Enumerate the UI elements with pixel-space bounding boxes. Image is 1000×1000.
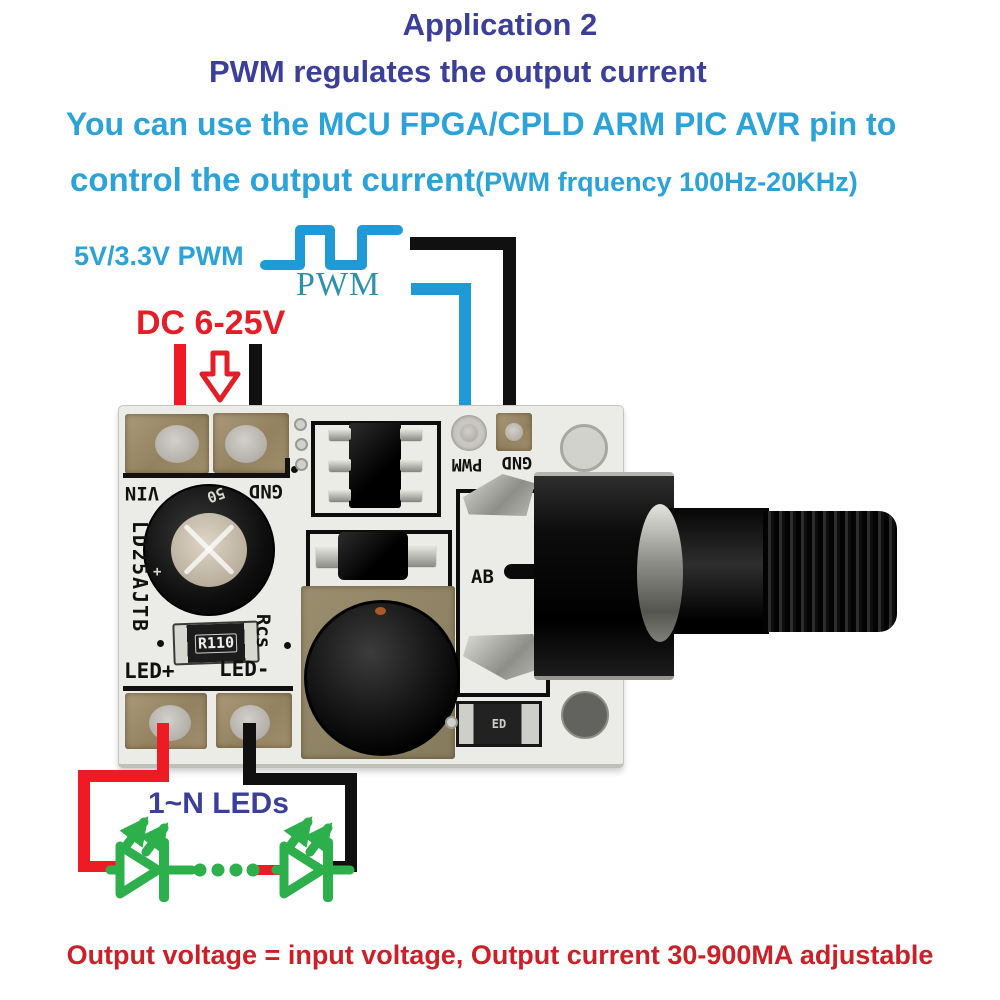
part-number-label: LD25AJTB	[128, 520, 152, 634]
pwm-wire-horizontal	[411, 283, 468, 295]
inductor	[304, 600, 460, 756]
pwm-silkscreen-label: PWM	[451, 454, 483, 474]
led-plus-silkscreen-label: LED+	[124, 659, 175, 683]
output-spec-note: Output voltage = input voltage, Output c…	[66, 940, 934, 970]
silkscreen-dot	[291, 466, 298, 473]
silkscreen-dot	[157, 640, 164, 647]
diode-lead	[406, 544, 436, 566]
led-minus-silkscreen-label: LED-	[219, 657, 270, 681]
led-emission-arrow	[303, 822, 333, 857]
led-plus-wire-v2	[78, 770, 90, 871]
electrolytic-capacitor: 50 +	[143, 483, 275, 616]
led-minus-wire-h1	[243, 773, 357, 785]
pwm-wave-caption: PWM	[296, 266, 381, 303]
silkscreen-line-bottom	[123, 686, 293, 691]
vin-pad	[125, 414, 209, 474]
mounting-hole	[561, 691, 609, 739]
via-hole	[295, 458, 308, 471]
led-minus-wire-v1	[243, 723, 256, 785]
description-line-2-main: control the output current	[70, 161, 476, 198]
signal-gnd-wire-vertical	[503, 237, 516, 435]
adjust-silkscreen-label: AB	[471, 566, 494, 588]
mid-red-stub	[256, 865, 282, 875]
smd-component: ED	[456, 701, 542, 747]
potentiometer-knob[interactable]	[763, 511, 897, 632]
down-arrow-icon	[199, 350, 241, 403]
ic-pin	[400, 428, 422, 440]
description-line-2: control the output current(PWM frquency …	[70, 161, 858, 199]
led-emission-arrow	[139, 822, 169, 857]
via-hole	[445, 716, 458, 729]
ic-pin	[329, 428, 351, 440]
description-line-1: You can use the MCU FPGA/CPLD ARM PIC AV…	[66, 106, 897, 142]
mounting-hole	[560, 424, 608, 472]
silkscreen-line-top	[123, 473, 290, 478]
via-hole	[294, 418, 307, 431]
led-ellipsis-dots	[193, 863, 260, 877]
led-chain-label: 1~N LEDs	[148, 787, 289, 820]
silkscreen-line-top-stub	[285, 458, 290, 474]
pwm-signal-pad	[451, 415, 487, 451]
led-emission-arrow	[119, 816, 149, 851]
ic-pin	[400, 489, 422, 501]
dc-input-label: DC 6-25V	[136, 304, 286, 342]
potentiometer-collar	[637, 504, 683, 642]
diode-lead	[316, 545, 342, 567]
capacitor-vent-cross	[171, 513, 247, 587]
gnd-signal-pad	[496, 413, 532, 451]
led-emission-arrow	[283, 816, 313, 851]
inductor-wire-mark	[375, 607, 386, 615]
capacitor-marking: 50	[204, 483, 228, 507]
signal-gnd-wire-horizontal	[410, 237, 516, 250]
led-plus-wire-stub	[78, 861, 116, 872]
pwm-waveform-icon	[260, 225, 403, 270]
pwm-frequency-note: (PWM frquency 100Hz-20KHz)	[475, 167, 858, 197]
led-symbol-2	[271, 816, 355, 902]
diode-body	[338, 532, 408, 580]
ic-pin	[329, 459, 351, 471]
pot-mounting-tab	[463, 474, 535, 516]
ic-pin	[329, 489, 351, 501]
sense-resistor-value: R110	[194, 632, 238, 654]
led-plus-wire-h1	[78, 770, 169, 782]
silkscreen-dot	[284, 642, 291, 649]
page-subtitle: PWM regulates the output current	[209, 54, 707, 89]
via-hole	[295, 438, 308, 451]
led-symbol-1	[105, 816, 197, 902]
ic-pin	[400, 459, 422, 471]
gnd-signal-silkscreen-label: GND	[501, 452, 533, 472]
pcb-board: VIN GND 50 + LD25AJTB	[118, 405, 897, 768]
pwm-input-label: 5V/3.3V PWM	[74, 241, 244, 271]
gnd-input-pad	[213, 413, 289, 473]
led-plus-wire-v1	[157, 723, 169, 779]
smd-code: ED	[491, 717, 507, 731]
pwm-wire-vertical	[459, 283, 471, 433]
led-minus-wire-v2	[345, 773, 357, 872]
rcs-silkscreen-label: Rcs	[252, 613, 274, 649]
potentiometer-shaft[interactable]	[667, 508, 769, 634]
page-title: Application 2	[402, 7, 598, 42]
ic-chip	[349, 423, 401, 508]
led-chain-schematic	[105, 816, 355, 902]
